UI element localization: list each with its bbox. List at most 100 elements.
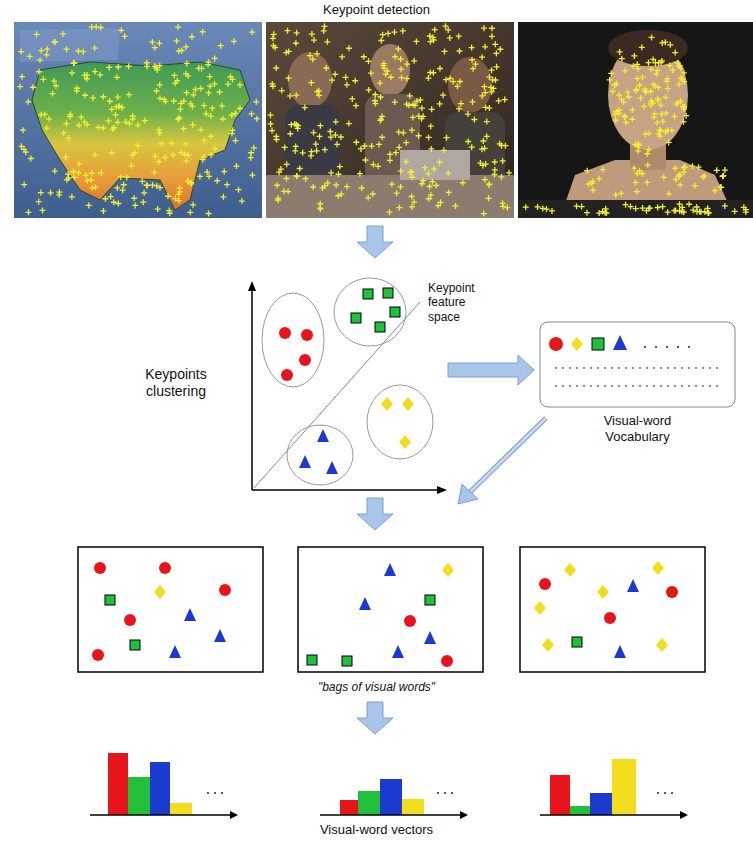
keypoint-cross	[273, 65, 279, 71]
keypoint-cross	[612, 82, 618, 88]
keypoint-cross	[665, 209, 671, 215]
keypoint-cross	[56, 192, 62, 198]
keypoint-cross	[403, 159, 409, 165]
keypoint-cross	[249, 172, 255, 178]
keypoint-cross	[201, 103, 207, 109]
keypoint-cross	[667, 62, 673, 68]
keypoint-cross	[131, 195, 137, 201]
keypoint-cross	[377, 117, 383, 123]
dot	[709, 367, 711, 369]
keypoint-cross	[205, 62, 211, 68]
keypoint-cross	[76, 161, 82, 167]
dot	[695, 385, 697, 387]
keypoint-cross	[287, 93, 293, 99]
dot	[604, 367, 606, 369]
yellow-diamond	[542, 638, 554, 652]
keypoint-cross	[34, 31, 40, 37]
keypoint-cross	[486, 195, 492, 201]
yellow-diamond	[571, 337, 583, 351]
keypoint-cross	[30, 84, 36, 90]
keypoint-cross	[634, 189, 640, 195]
keypoint-cross	[141, 190, 147, 196]
keypoint-cross	[705, 210, 711, 216]
keypoint-cross	[662, 129, 668, 135]
histogram-axis	[320, 814, 462, 816]
keypoint-cross	[456, 33, 462, 39]
green-square	[383, 288, 393, 298]
dot	[681, 367, 683, 369]
keypoint-cross	[144, 182, 150, 188]
keypoint-cross	[182, 152, 188, 158]
keypoint-cross	[270, 35, 276, 41]
separator-line	[254, 302, 420, 488]
histogram-bar	[570, 806, 590, 815]
keypoint-cross	[21, 182, 27, 188]
dot	[646, 367, 648, 369]
keypoint-cross	[579, 204, 585, 210]
keypoint-cross	[63, 46, 69, 52]
keypoint-cross	[419, 181, 425, 187]
keypoint-cross	[652, 111, 658, 117]
keypoint-cross	[596, 210, 602, 216]
keypoint-cross	[343, 74, 349, 80]
keypoint-cross	[482, 44, 488, 50]
dot	[644, 346, 646, 348]
keypoint-cross	[633, 179, 639, 185]
keypoint-cross	[493, 50, 499, 56]
keypoint-cross	[648, 89, 654, 95]
keypoint-cross	[38, 190, 44, 196]
keypoint-cross	[681, 70, 687, 76]
keypoint-cross	[456, 106, 462, 112]
keypoint-cross	[156, 127, 162, 133]
red-circle	[124, 614, 136, 626]
keypoint-cross	[422, 165, 428, 171]
dot	[590, 385, 592, 387]
yellow-diamond	[442, 563, 454, 577]
dot	[667, 367, 669, 369]
keypoint-cross	[189, 34, 195, 40]
keypoint-cross	[135, 122, 141, 128]
keypoint-cross	[288, 122, 294, 128]
keypoint-cross	[109, 150, 115, 156]
keypoint-cross	[656, 131, 662, 137]
keypoint-cross	[176, 48, 182, 54]
keypoint-cross	[333, 182, 339, 188]
keypoint-cross	[486, 182, 492, 188]
keypoint-cross	[653, 71, 659, 77]
keypoint-cross	[177, 189, 183, 195]
keypoint-cross	[631, 165, 637, 171]
keypoint-cross	[208, 152, 214, 158]
keypoint-cross	[672, 165, 678, 171]
keypoint-cross	[359, 185, 365, 191]
keypoint-cross	[743, 209, 749, 215]
keypoint-cross	[491, 85, 497, 91]
red-circle	[279, 327, 291, 339]
keypoint-cross	[409, 193, 415, 199]
keypoint-cross	[419, 105, 425, 111]
blue-triangle	[392, 645, 404, 658]
keypoint-cross	[51, 39, 57, 45]
keypoint-cross	[132, 202, 138, 208]
keypoint-cross	[157, 63, 163, 69]
keypoint-cross	[321, 28, 327, 34]
keypoint-cross	[700, 174, 706, 180]
keypoint-cross	[403, 140, 409, 146]
keypoint-cross	[465, 111, 471, 117]
keypoint-cross	[163, 99, 169, 105]
keypoint-cross	[344, 82, 350, 88]
dot	[709, 385, 711, 387]
histogram-bar	[170, 803, 192, 815]
keypoint-cross	[613, 192, 619, 198]
keypoint-cross	[387, 157, 393, 163]
red-circle	[666, 586, 678, 598]
flow-arrow	[458, 418, 546, 504]
keypoint-cross	[177, 106, 183, 112]
keypoint-cross	[676, 63, 682, 69]
keypoint-cross	[71, 60, 77, 66]
keypoint-cross	[372, 91, 378, 97]
keypoint-cross	[389, 181, 395, 187]
keypoint-cross	[349, 96, 355, 102]
dot	[653, 367, 655, 369]
keypoint-cross	[670, 67, 676, 73]
keypoint-cross	[190, 122, 196, 128]
